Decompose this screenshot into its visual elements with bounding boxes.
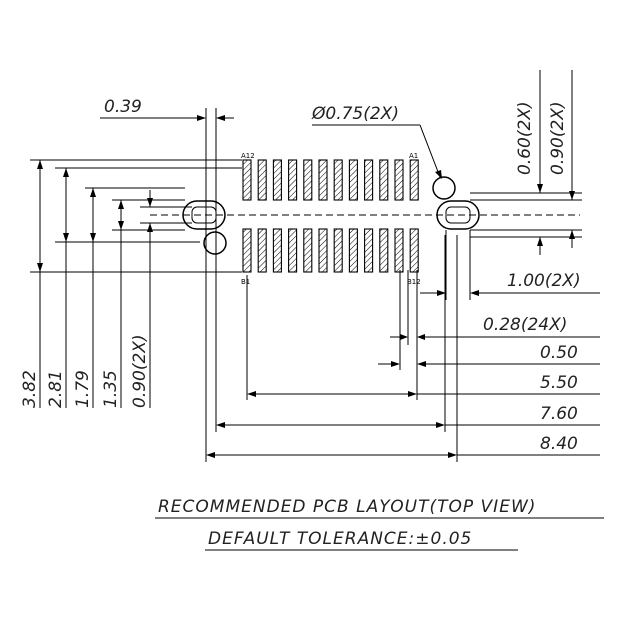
top-pad — [318, 159, 328, 201]
dim-5-50: 5.50 — [246, 275, 600, 400]
pin-label-b12: B12 — [407, 278, 421, 286]
top-pad — [303, 159, 313, 201]
top-pad — [333, 159, 343, 201]
bottom-pad — [348, 228, 358, 273]
dim-label-0-50: 0.50 — [540, 343, 578, 363]
dim-8-40: 8.40 — [206, 235, 600, 462]
bottom-pad — [333, 228, 343, 273]
dim-right-vertical: 0.60(2X) 0.90(2X) — [470, 70, 582, 255]
top-pad-row — [242, 159, 419, 201]
bottom-pad — [303, 228, 313, 273]
dim-label-0-39: 0.39 — [104, 97, 142, 117]
bottom-pad — [242, 228, 252, 273]
bottom-pad — [318, 228, 328, 273]
bottom-pad-row — [242, 228, 419, 273]
dim-label-2-81: 2.81 — [46, 370, 66, 408]
bottom-pad — [257, 228, 267, 273]
pin-label-a1: A1 — [409, 152, 418, 160]
top-pad — [257, 159, 267, 201]
pin-label-b1: B1 — [241, 278, 250, 286]
dim-label-hole-diameter: Ø0.75(2X) — [311, 104, 399, 124]
dim-label-0-90-right: 0.90(2X) — [548, 101, 568, 175]
top-pad — [288, 159, 298, 201]
bottom-pad — [379, 228, 389, 273]
tolerance-note: DEFAULT TOLERANCE:±0.05 — [208, 529, 472, 549]
dim-7-60: 7.60 — [216, 235, 600, 432]
bottom-pad — [409, 228, 419, 273]
dim-1-00: 1.00(2X) — [420, 230, 600, 300]
bottom-pad — [272, 228, 282, 273]
notes: RECOMMENDED PCB LAYOUT(TOP VIEW) DEFAULT… — [155, 497, 604, 551]
bottom-pad — [364, 228, 374, 273]
dim-label-3-82: 3.82 — [20, 370, 40, 408]
dim-label-0-28: 0.28(24X) — [483, 315, 567, 335]
dim-0-39: 0.39 — [100, 97, 234, 462]
top-pad — [394, 159, 404, 201]
top-pad — [272, 159, 282, 201]
top-pad — [379, 159, 389, 201]
dim-label-1-35: 1.35 — [101, 370, 121, 408]
dim-label-8-40: 8.40 — [540, 434, 578, 454]
dim-label-1-00: 1.00(2X) — [507, 271, 581, 291]
top-pad — [242, 159, 252, 201]
left-round-hole — [203, 231, 227, 255]
dim-label-1-79: 1.79 — [73, 370, 93, 408]
dim-label-5-50: 5.50 — [540, 373, 578, 393]
bottom-pad — [288, 228, 298, 273]
dim-label-0-60: 0.60(2X) — [515, 101, 535, 175]
dim-label-7-60: 7.60 — [540, 404, 578, 424]
right-round-hole — [432, 176, 456, 200]
top-pad — [409, 159, 419, 201]
drawing-title: RECOMMENDED PCB LAYOUT(TOP VIEW) — [158, 497, 536, 517]
right-oval-hole — [436, 200, 480, 230]
dim-label-0-90-left: 0.90(2X) — [130, 334, 150, 408]
bottom-pad — [394, 228, 404, 273]
top-pad — [348, 159, 358, 201]
top-pad — [364, 159, 374, 201]
dim-pad-width-pitch: 0.28(24X) 0.50 — [378, 270, 600, 370]
dim-hole-diameter: Ø0.75(2X) — [311, 104, 442, 179]
pin-label-a12: A12 — [241, 152, 255, 160]
dim-left-vertical: 3.82 2.81 1.79 1.35 0.90(2X) — [20, 159, 242, 408]
